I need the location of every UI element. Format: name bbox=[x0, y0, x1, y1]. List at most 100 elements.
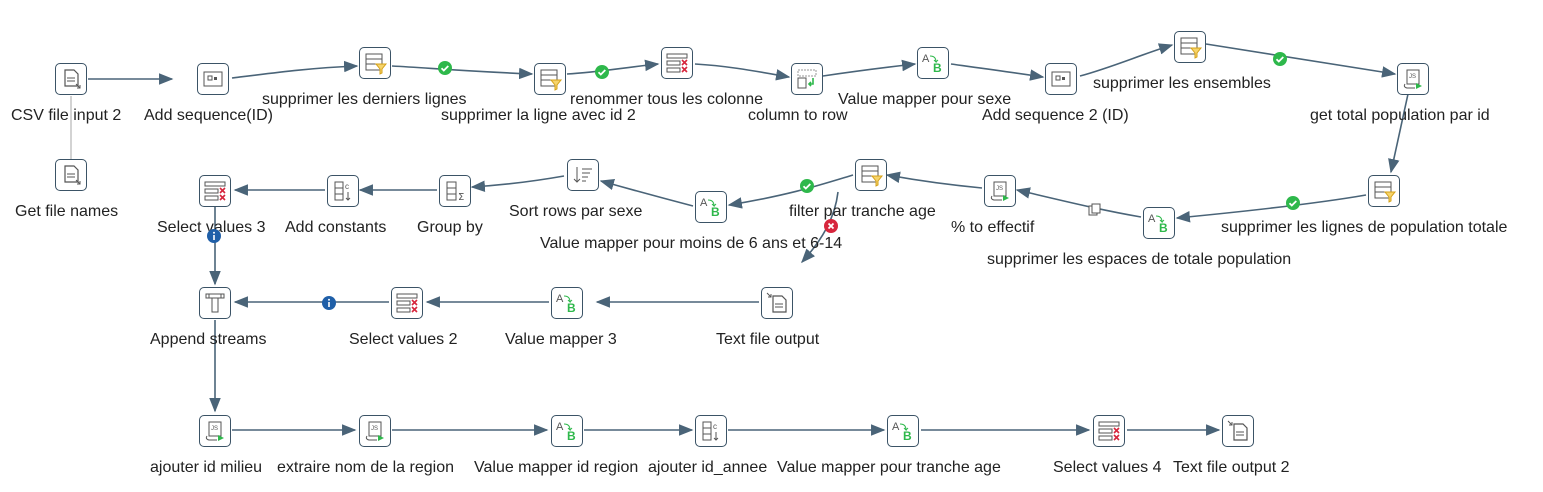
value-mapper-icon: AB bbox=[892, 421, 912, 443]
error-x-icon[interactable] bbox=[824, 219, 838, 233]
label-ajouter-id-milieu: ajouter id milieu bbox=[150, 459, 263, 476]
constants-icon: c bbox=[334, 181, 351, 201]
label-text-file-output-2: Text file output 2 bbox=[1173, 459, 1290, 476]
label-column-to-row: column to row bbox=[748, 107, 848, 124]
label-value-mapper-sexe: Value mapper pour sexe bbox=[838, 91, 1012, 108]
info-icon[interactable] bbox=[207, 229, 221, 243]
label-value-mapper-moins-6: Value mapper pour moins de 6 ans et 6-14 bbox=[540, 235, 843, 252]
step-add-sequence-2[interactable] bbox=[1045, 63, 1077, 95]
label-supprimer-ligne-id2: supprimer la ligne avec id 2 bbox=[441, 107, 636, 124]
filter-icon bbox=[1374, 181, 1397, 203]
select-values-icon bbox=[204, 181, 226, 201]
step-sort-rows[interactable] bbox=[567, 159, 599, 191]
hop-column-to-row-to-vm-sexe[interactable] bbox=[822, 59, 917, 77]
label-select-values-2: Select values 2 bbox=[349, 331, 458, 348]
ok-check-icon[interactable] bbox=[1286, 196, 1300, 210]
step-group-by[interactable]: Σ bbox=[439, 175, 471, 207]
ok-check-icon[interactable] bbox=[800, 179, 814, 193]
step-csv-file-input[interactable] bbox=[55, 63, 87, 95]
step-extraire-nom-region[interactable]: JS bbox=[359, 415, 391, 447]
step-select-values-4[interactable] bbox=[1093, 415, 1125, 447]
file-input-icon bbox=[64, 69, 81, 89]
hop-pct-effectif-to-filter[interactable] bbox=[885, 171, 983, 189]
filter-icon bbox=[540, 69, 563, 91]
hop-vm-moins6-to-sort[interactable] bbox=[599, 178, 694, 207]
svg-text:A: A bbox=[892, 421, 900, 433]
label-add-sequence-2: Add sequence 2 (ID) bbox=[982, 107, 1129, 124]
copy-distribution-icon[interactable] bbox=[1088, 203, 1102, 217]
svg-text:B: B bbox=[711, 205, 720, 219]
hop-sequence-to-suppr-derniers[interactable] bbox=[231, 60, 359, 79]
step-supprimer-ensembles[interactable] bbox=[1174, 31, 1206, 63]
step-text-file-output-2[interactable] bbox=[1222, 415, 1254, 447]
step-column-to-row[interactable] bbox=[791, 63, 823, 95]
hop-suppr-derniers-to-ligne-id2[interactable] bbox=[391, 65, 534, 80]
step-ajouter-id-annee[interactable]: c bbox=[695, 415, 727, 447]
script-icon: JS bbox=[205, 421, 224, 441]
ok-check-icon[interactable] bbox=[595, 65, 609, 79]
step-add-sequence[interactable] bbox=[197, 63, 229, 95]
step-text-file-output[interactable] bbox=[761, 287, 793, 319]
label-csv-file-input: CSV file input 2 bbox=[11, 107, 122, 124]
script-icon: JS bbox=[365, 421, 384, 441]
value-mapper-icon: AB bbox=[556, 421, 576, 443]
step-add-constants[interactable]: c bbox=[327, 175, 359, 207]
svg-text:B: B bbox=[567, 301, 576, 315]
step-pct-to-effectif[interactable]: JS bbox=[984, 175, 1016, 207]
hop-ligne-id2-to-renommer[interactable] bbox=[566, 59, 660, 75]
step-select-values-2[interactable] bbox=[391, 287, 423, 319]
ok-check-icon[interactable] bbox=[1273, 52, 1287, 66]
step-supprimer-ligne-id2[interactable] bbox=[534, 63, 566, 95]
constants-icon: c bbox=[702, 421, 719, 441]
filter-icon bbox=[1180, 37, 1203, 59]
hop-renommer-to-column-to-row[interactable] bbox=[694, 63, 791, 81]
hop-espaces-to-pct-effectif[interactable] bbox=[1015, 187, 1142, 218]
hop-suppr-lignes-to-espaces[interactable] bbox=[1175, 194, 1367, 223]
step-renommer-colonnes[interactable] bbox=[661, 47, 693, 79]
step-select-values-3[interactable] bbox=[199, 175, 231, 207]
label-supprimer-derniers-lignes: supprimer les derniers lignes bbox=[262, 91, 467, 108]
label-extraire-nom-region: extraire nom de la region bbox=[277, 459, 454, 476]
hop-vm-sexe-to-sequence2[interactable] bbox=[950, 63, 1045, 81]
svg-text:B: B bbox=[1159, 221, 1168, 235]
svg-text:c: c bbox=[345, 182, 349, 191]
select-values-icon bbox=[666, 53, 688, 73]
step-append-streams[interactable] bbox=[199, 287, 231, 319]
sort-icon bbox=[573, 167, 592, 183]
filter-icon bbox=[861, 165, 884, 187]
hop-filter-to-vm-moins6[interactable] bbox=[727, 174, 854, 209]
step-filter-tranche-age[interactable] bbox=[855, 159, 887, 191]
hop-sort-to-group-by[interactable] bbox=[470, 175, 565, 192]
step-ajouter-id-milieu[interactable]: JS bbox=[199, 415, 231, 447]
hop-total-pop-to-suppr-lignes[interactable] bbox=[1388, 93, 1409, 174]
label-pct-to-effectif: % to effectif bbox=[951, 219, 1035, 236]
svg-text:A: A bbox=[922, 53, 930, 65]
label-add-constants: Add constants bbox=[285, 219, 387, 236]
hop-suppr-ensembles-to-total-pop[interactable] bbox=[1205, 43, 1397, 78]
group-by-icon: Σ bbox=[446, 181, 464, 203]
step-supprimer-lignes-population[interactable] bbox=[1368, 175, 1400, 207]
append-icon bbox=[205, 293, 225, 313]
filter-icon bbox=[365, 53, 388, 75]
info-icon[interactable] bbox=[322, 296, 336, 310]
step-supprimer-derniers-lignes[interactable] bbox=[359, 47, 391, 79]
svg-text:JS: JS bbox=[996, 186, 1003, 192]
hop-sequence2-to-suppr-ensembles[interactable] bbox=[1079, 43, 1174, 77]
ok-check-icon[interactable] bbox=[438, 61, 452, 75]
value-mapper-icon: AB bbox=[556, 293, 576, 315]
svg-text:B: B bbox=[567, 429, 576, 443]
value-mapper-icon: AB bbox=[922, 53, 942, 75]
svg-text:B: B bbox=[933, 61, 942, 75]
select-values-icon bbox=[1098, 421, 1120, 441]
label-value-mapper-id-region: Value mapper id region bbox=[474, 459, 639, 476]
step-get-file-names[interactable] bbox=[55, 159, 87, 191]
select-values-icon bbox=[396, 293, 418, 313]
step-get-total-population[interactable]: JS bbox=[1397, 63, 1429, 95]
